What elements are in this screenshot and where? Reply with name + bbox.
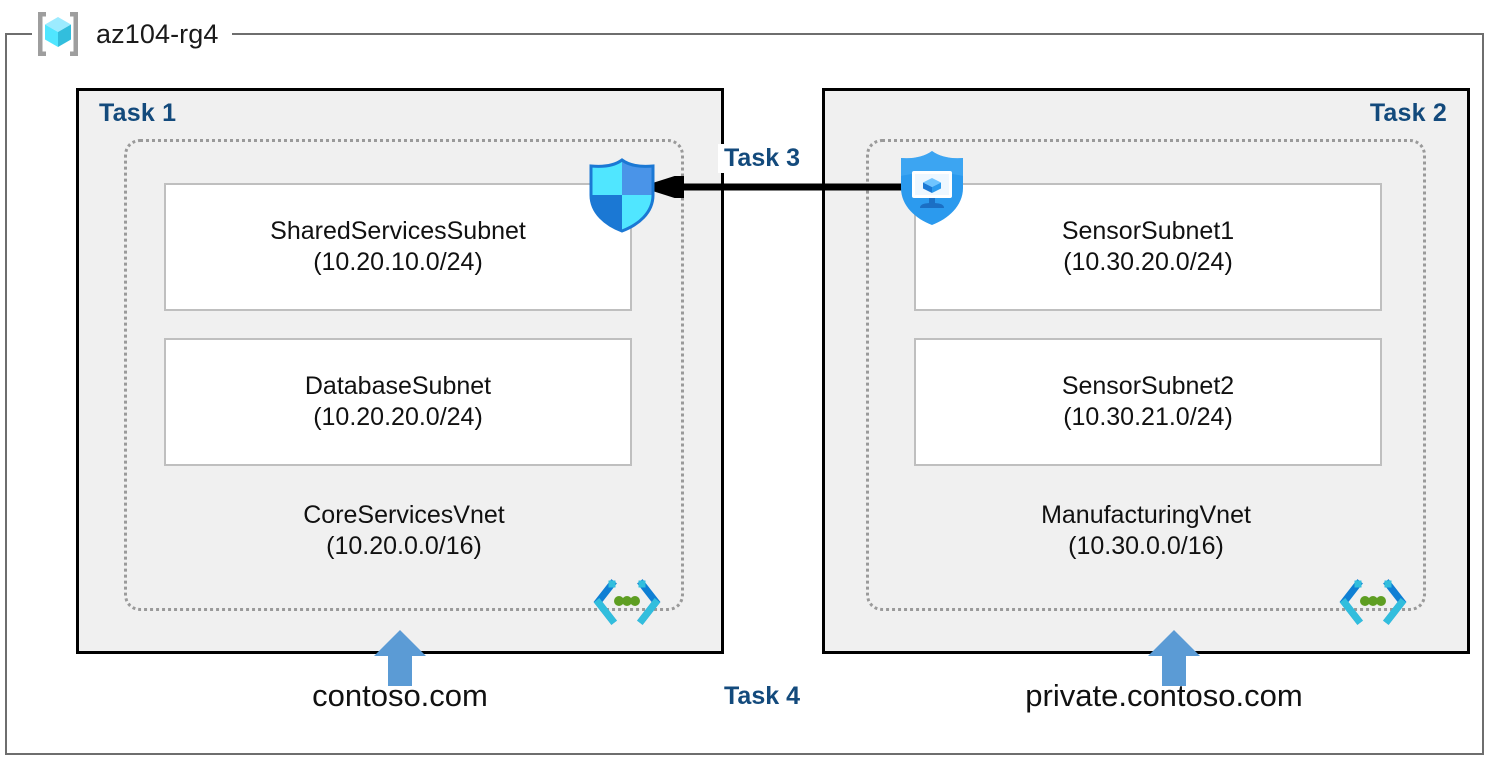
virtual-network-icon (1338, 578, 1408, 626)
subnet-name: SensorSubnet1 (1061, 216, 1235, 245)
subnet-sharedservicessubnet[interactable]: SharedServicesSubnet (10.20.10.0/24) (164, 183, 632, 311)
vnet-name: CoreServicesVnet (303, 501, 505, 529)
resource-group-name: az104-rg4 (96, 18, 219, 49)
up-arrow-icon (374, 630, 426, 686)
service-endpoint-shield-icon (896, 148, 968, 228)
left-arrow-icon (640, 173, 918, 201)
virtual-network-icon (592, 578, 662, 626)
task4-label: Task 4 (724, 682, 800, 710)
task2-label: Task 2 (1369, 99, 1447, 127)
resource-group-title: az104-rg4 (32, 8, 233, 60)
resource-group-frame (5, 33, 1484, 755)
corservicesvnet-boundary: CoreServicesVnet (10.20.0.0/16) (124, 139, 684, 611)
security-shield-icon (584, 157, 660, 233)
task1-label: Task 1 (99, 99, 177, 127)
corservicesvnet-caption: CoreServicesVnet (10.20.0.0/16) (127, 500, 681, 562)
manufacturingvnet-boundary: ManufacturingVnet (10.30.0.0/16) (866, 139, 1426, 611)
subnet-name: DatabaseSubnet (304, 371, 492, 400)
subnet-cidr: (10.30.20.0/24) (1063, 248, 1233, 276)
vnet-cidr: (10.30.0.0/16) (1068, 532, 1224, 560)
vnet-cidr: (10.20.0.0/16) (326, 532, 482, 560)
subnet-name: SensorSubnet2 (1061, 371, 1235, 400)
resource-group-cube-icon (32, 8, 84, 60)
subnet-databasesubnet[interactable]: DatabaseSubnet (10.20.20.0/24) (164, 338, 632, 466)
subnet-name: SharedServicesSubnet (270, 216, 526, 245)
subnet-cidr: (10.20.20.0/24) (313, 403, 483, 431)
subnet-cidr: (10.30.21.0/24) (1063, 403, 1233, 431)
subnet-sensorsubnet1[interactable]: SensorSubnet1 (10.30.20.0/24) (914, 183, 1382, 311)
subnet-sensorsubnet2[interactable]: SensorSubnet2 (10.30.21.0/24) (914, 338, 1382, 466)
vnet-name: ManufacturingVnet (1041, 501, 1251, 529)
subnet-cidr: (10.20.10.0/24) (313, 248, 483, 276)
task3-label: Task 3 (718, 144, 806, 173)
up-arrow-icon (1148, 630, 1200, 686)
manufacturingvnet-caption: ManufacturingVnet (10.30.0.0/16) (869, 500, 1423, 562)
